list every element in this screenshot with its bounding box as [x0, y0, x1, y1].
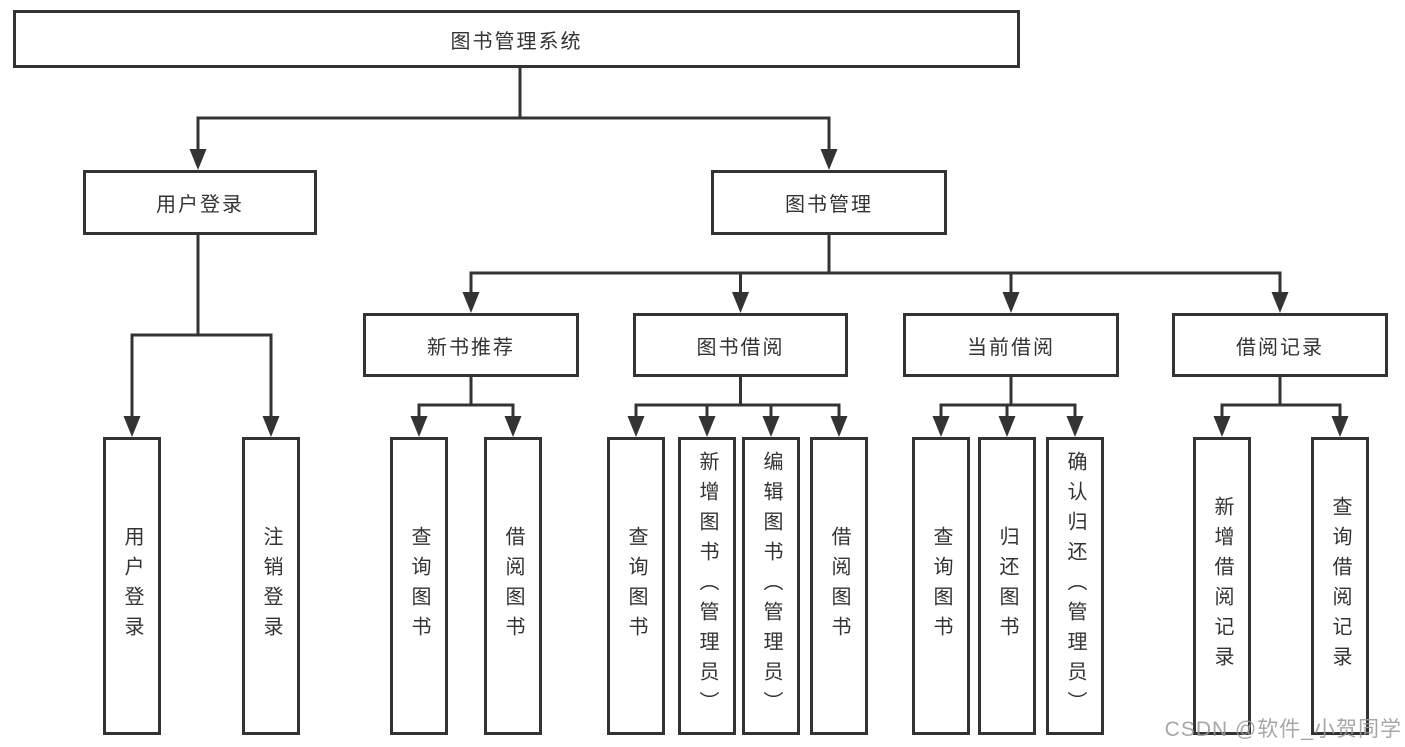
node-user-login: 用户登录	[83, 170, 317, 235]
node-label: 图书借阅	[696, 336, 785, 359]
node-return-books: 归还图书	[978, 437, 1036, 735]
node-label: 确认归还（管理员）	[1064, 451, 1086, 721]
node-confirm-return-admin: 确认归还（管理员）	[1046, 437, 1104, 735]
node-query-borrow-record: 查询借阅记录	[1311, 437, 1369, 735]
node-label: 用户登录	[156, 194, 244, 216]
node-book-borrowing: 图书借阅	[633, 313, 848, 377]
node-borrow-books-recommend: 借阅图书	[484, 437, 542, 735]
node-edit-book-admin: 编辑图书（管理员）	[742, 437, 800, 735]
node-label: 借阅图书	[828, 526, 850, 646]
node-query-books-current: 查询图书	[912, 437, 970, 735]
node-label: 当前借阅	[967, 336, 1055, 359]
node-label: 图书管理	[785, 194, 873, 216]
node-book-management: 图书管理	[711, 170, 947, 235]
node-label: 查询图书	[408, 526, 430, 646]
node-query-books-recommend: 查询图书	[390, 437, 448, 735]
node-label: 查询图书	[930, 526, 952, 646]
node-label: 查询图书	[625, 526, 647, 646]
node-label: 注销登录	[260, 526, 282, 646]
node-label: 用户登录	[121, 526, 143, 646]
node-label: 新增借阅记录	[1211, 496, 1233, 676]
node-borrowing-records: 借阅记录	[1172, 313, 1388, 377]
node-label: 借阅记录	[1236, 336, 1324, 359]
node-label: 新增图书（管理员）	[696, 451, 718, 721]
node-new-book-recommendation: 新书推荐	[363, 313, 579, 377]
node-label: 归还图书	[996, 526, 1018, 646]
node-label: 图书管理系统	[450, 30, 583, 53]
node-user-login-leaf: 用户登录	[103, 437, 161, 735]
node-label: 查询借阅记录	[1329, 496, 1351, 676]
node-add-book-admin: 新增图书（管理员）	[678, 437, 736, 735]
node-logout: 注销登录	[242, 437, 300, 735]
node-borrow-books-leaf: 借阅图书	[810, 437, 868, 735]
node-label: 编辑图书（管理员）	[760, 451, 782, 721]
csdn-watermark: CSDN @软件_小贺同学	[1164, 718, 1402, 741]
node-add-borrow-record: 新增借阅记录	[1193, 437, 1251, 735]
node-query-books-borrowing: 查询图书	[607, 437, 665, 735]
node-label: 新书推荐	[427, 336, 515, 359]
node-library-management-system: 图书管理系统	[13, 10, 1020, 68]
node-label: 借阅图书	[502, 526, 524, 646]
node-current-borrowing: 当前借阅	[903, 313, 1119, 377]
